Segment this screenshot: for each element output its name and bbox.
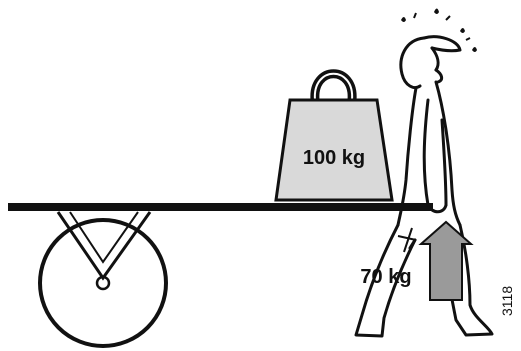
figure-code: 3118 xyxy=(499,286,515,316)
weight-block: 100 kg xyxy=(276,74,392,200)
lever-beam xyxy=(8,203,433,211)
force-pointer xyxy=(398,228,416,252)
weight-label: 100 kg xyxy=(303,147,365,169)
sweat-drops-icon xyxy=(401,9,477,53)
wheel xyxy=(40,212,166,346)
lift-force-label: 70 kg xyxy=(360,266,411,288)
